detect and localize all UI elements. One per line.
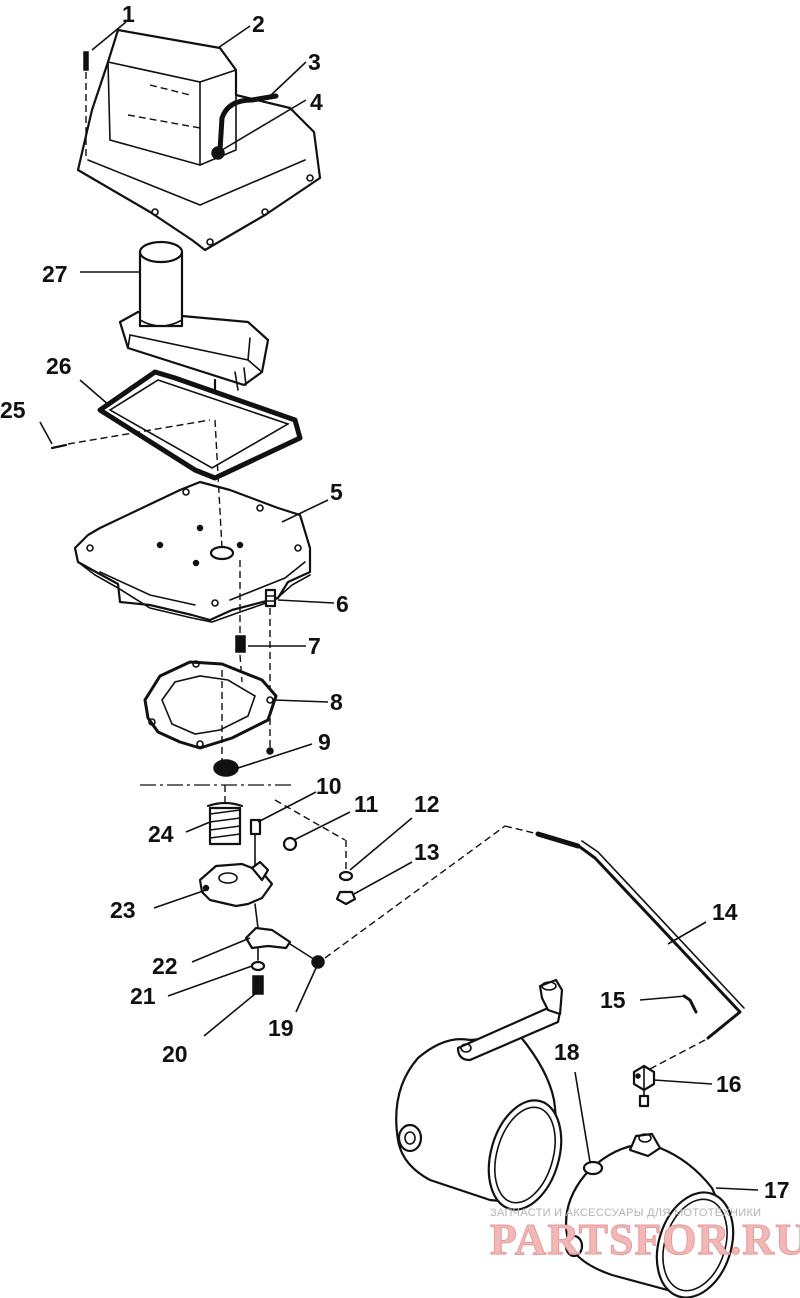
callout-12: 12 (414, 791, 440, 817)
leader-lines (39, 21, 759, 1191)
callout-11: 11 (354, 791, 379, 817)
cover-part (76, 28, 322, 252)
callout-3: 3 (308, 49, 321, 75)
grommet-part (211, 146, 225, 160)
callout-9: 9 (318, 729, 331, 755)
washer-12-part (338, 870, 354, 882)
callout-10: 10 (316, 773, 342, 799)
callout-1: 1 (122, 1, 135, 27)
block-part (632, 1064, 656, 1108)
left-valve-housing-part (395, 978, 564, 1211)
watermark-brand: PARTSFOR.RU (490, 1215, 800, 1264)
callout-23: 23 (110, 897, 136, 923)
ball-joint-part (289, 943, 325, 969)
callout-25: 25 (0, 397, 26, 423)
callout-24: 24 (148, 821, 174, 847)
callout-13: 13 (414, 839, 440, 865)
callout-2: 2 (252, 11, 265, 37)
callout-18: 18 (554, 1039, 580, 1065)
watermark: ЗАПЧАСТИ И АКСЕССУАРЫ ДЛЯ МОТОТЕХНИКИ PA… (490, 1207, 800, 1265)
clip-part (682, 994, 698, 1014)
callout-20: 20 (162, 1041, 188, 1067)
arm-part (244, 926, 292, 961)
callout-15: 15 (600, 987, 626, 1013)
base-plate-part (73, 480, 312, 623)
callout-8: 8 (330, 689, 343, 715)
callout-17: 17 (764, 1177, 790, 1203)
nut-13-part (335, 840, 357, 906)
callout-7: 7 (308, 633, 321, 659)
washer-21-part (250, 960, 266, 972)
bolt-part (252, 975, 264, 995)
callout-4: 4 (310, 89, 323, 115)
washer-18-part (582, 1160, 604, 1176)
watermark-caption: ЗАПЧАСТИ И АКСЕССУАРЫ ДЛЯ МОТОТЕХНИКИ (490, 1207, 761, 1219)
screw-part (83, 51, 89, 160)
callout-19: 19 (268, 1015, 294, 1041)
screw-7-part (235, 635, 246, 653)
callout-14: 14 (712, 899, 738, 925)
callout-labels: 1 2 3 4 5 6 7 8 9 10 11 12 13 14 15 16 1… (0, 1, 790, 1203)
right-valve-housing-part (564, 1132, 735, 1298)
callout-22: 22 (152, 953, 178, 979)
linkage-rod-part (324, 825, 745, 1071)
gasket-upper-part (97, 369, 303, 481)
callout-16: 16 (716, 1071, 742, 1097)
callout-26: 26 (46, 353, 72, 379)
cam-lever-part (198, 860, 274, 929)
callout-6: 6 (336, 591, 349, 617)
callout-5: 5 (330, 479, 343, 505)
diaphragm-gasket-part (143, 660, 278, 750)
plug-part (213, 759, 239, 777)
callout-21: 21 (130, 983, 156, 1009)
stud-part (264, 588, 277, 750)
callout-27: 27 (42, 261, 68, 287)
tube-part (217, 93, 279, 153)
pin-part (50, 419, 211, 450)
spring-part (206, 801, 244, 846)
